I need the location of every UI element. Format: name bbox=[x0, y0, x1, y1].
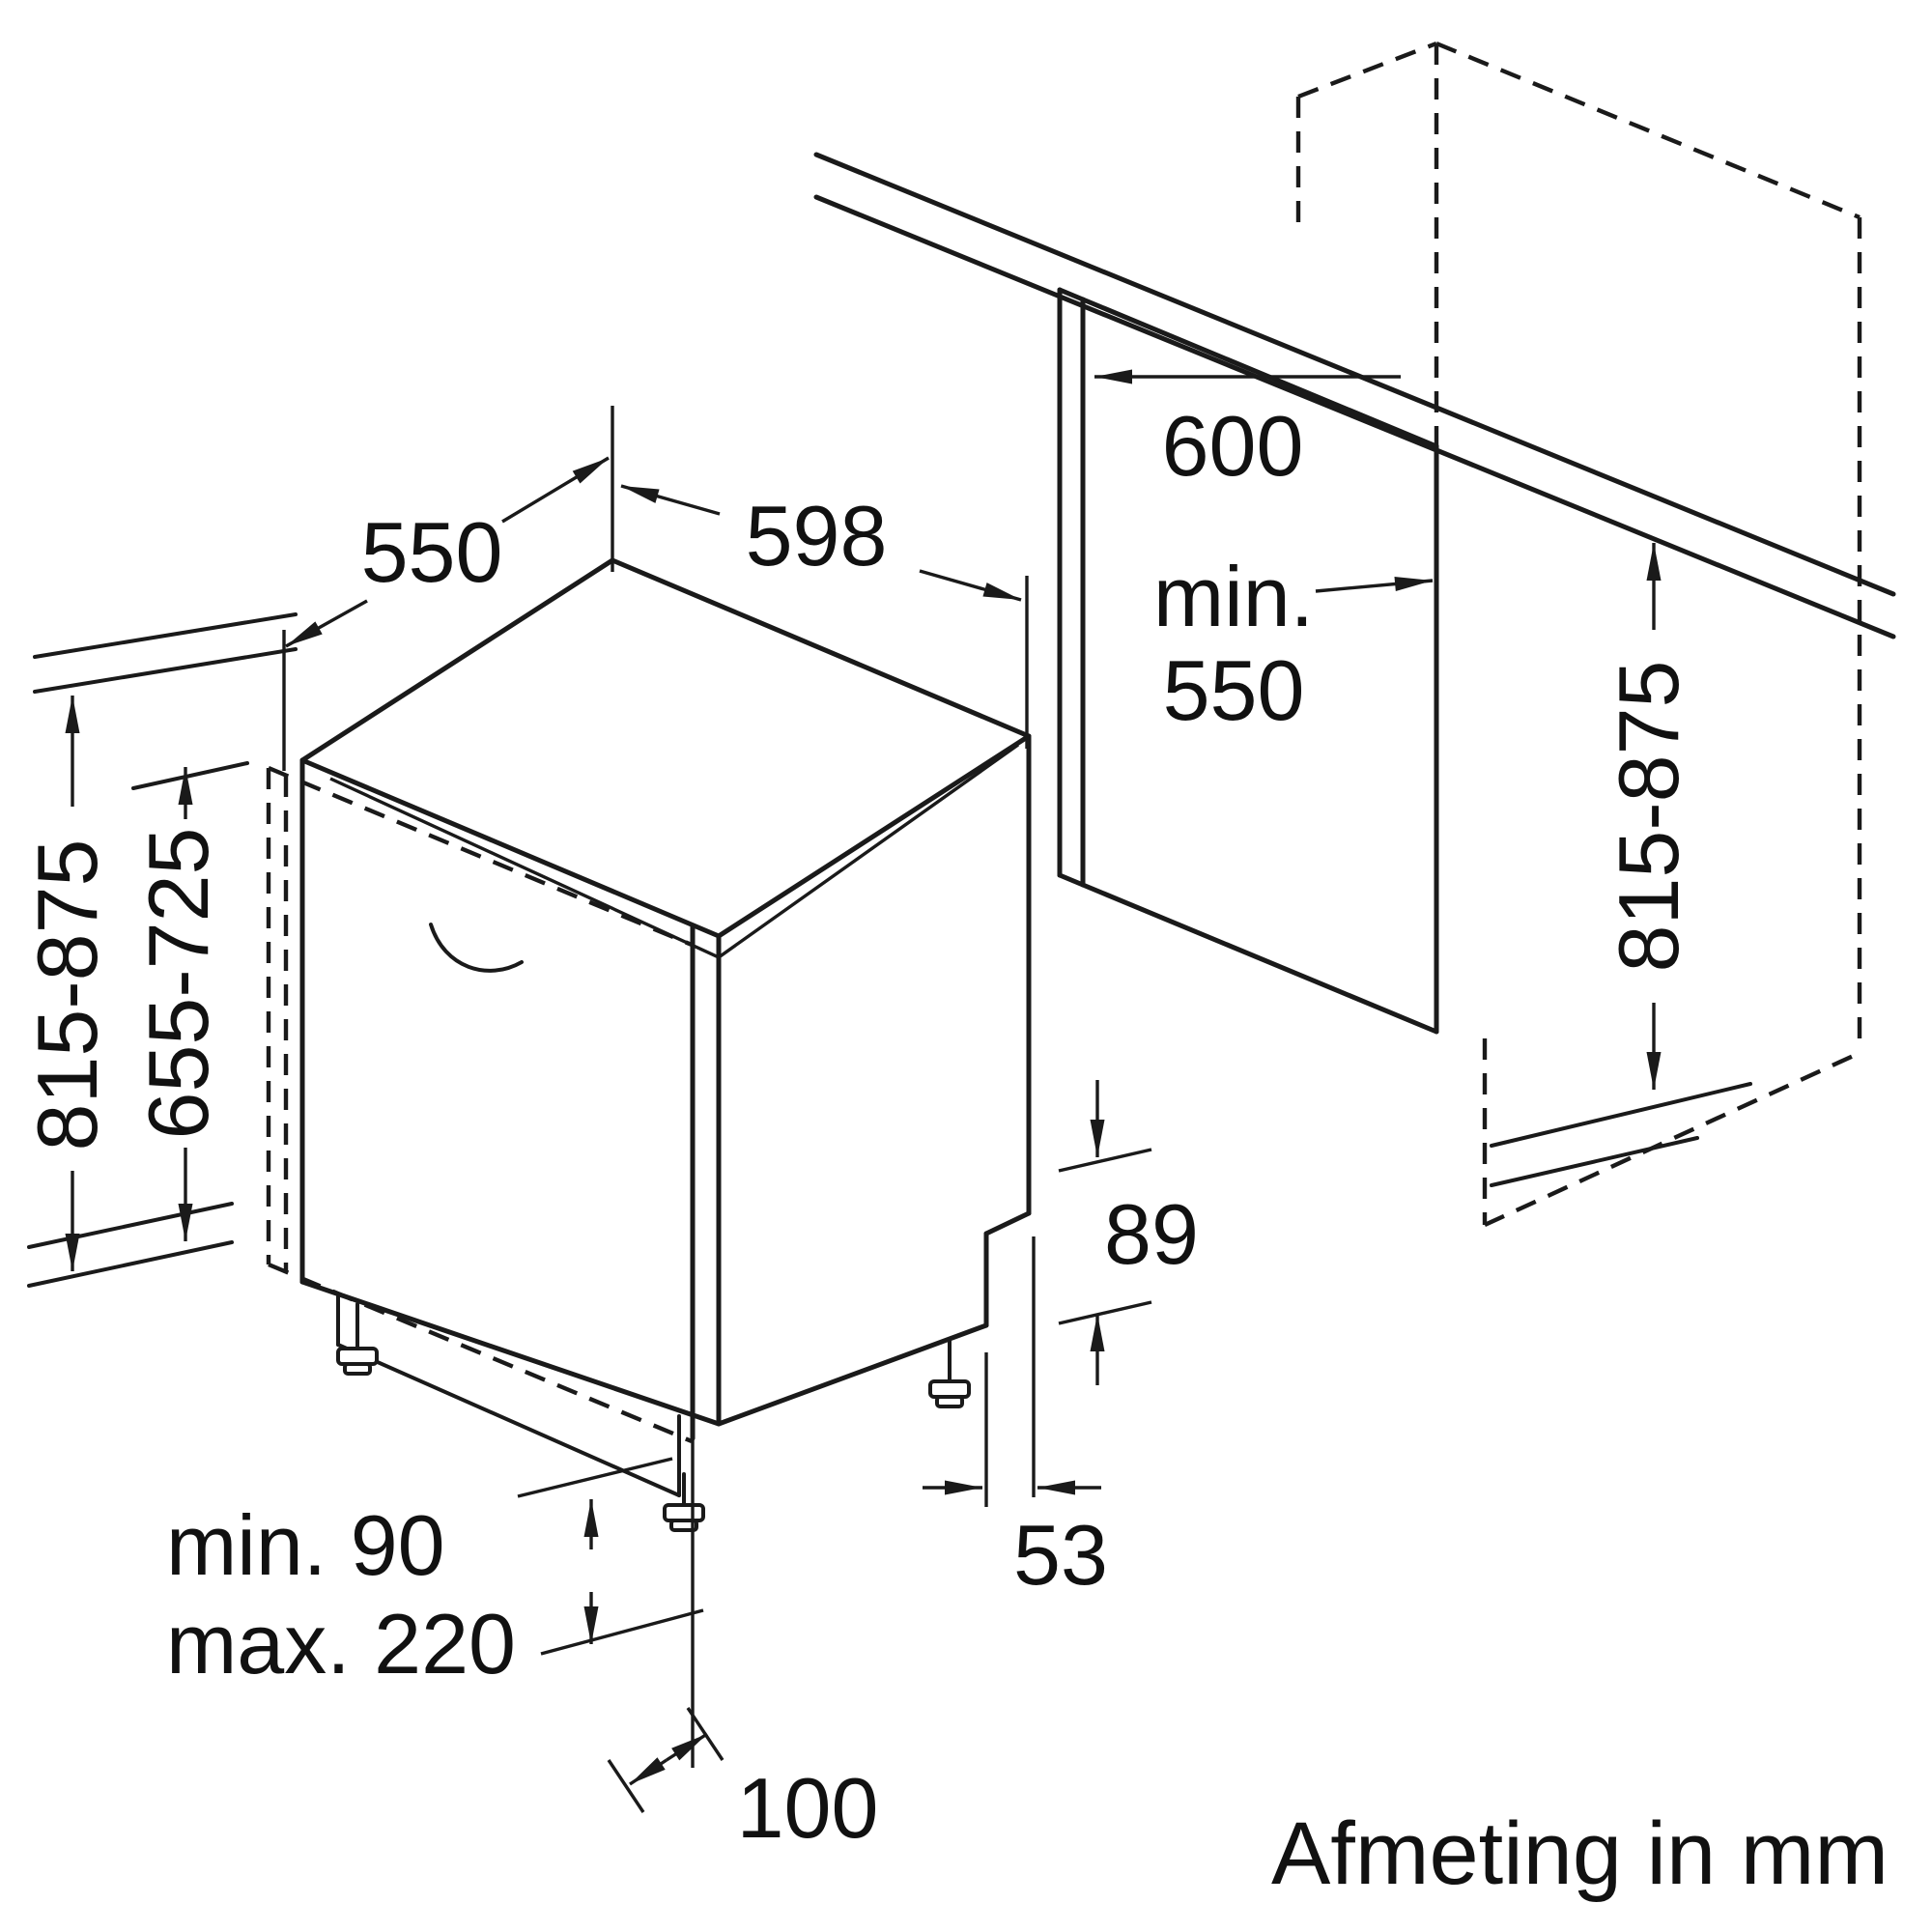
diagram-caption: Afmeting in mm bbox=[1271, 1804, 1889, 1903]
dishwasher-body bbox=[299, 557, 1032, 1497]
dim-plinth-min-label: min. 90 bbox=[166, 1497, 445, 1593]
adjustable-feet bbox=[336, 1302, 971, 1532]
dim-appliance-height-label: 815-875 bbox=[19, 839, 115, 1151]
countertop-edge bbox=[813, 152, 1896, 639]
dimension-arrows bbox=[65, 369, 1662, 1786]
door-handle-curve bbox=[429, 923, 524, 973]
dim-niche-depth-value-label: 550 bbox=[1163, 642, 1305, 738]
dim-plinth-max-label: max. 220 bbox=[166, 1596, 516, 1691]
dim-niche-width-label: 600 bbox=[1162, 398, 1304, 494]
niche-side-panel bbox=[1057, 287, 1439, 1035]
dim-niche-height-label: 815-875 bbox=[1601, 661, 1696, 973]
dim-appliance-width-label: 598 bbox=[746, 488, 888, 583]
dim-furniture-door-height-label: 655-725 bbox=[130, 828, 226, 1140]
furniture-door-dashed bbox=[266, 765, 693, 1444]
dimension-labels: 550 598 600 min. 550 815-875 655-725 815… bbox=[19, 398, 1889, 1903]
niche-cabinet-hidden-edges bbox=[1295, 41, 1862, 1227]
dim-niche-depth-min-label: min. bbox=[1153, 549, 1314, 644]
dim-rear-notch-height-label: 89 bbox=[1104, 1186, 1199, 1282]
reference-lines bbox=[27, 406, 1752, 1813]
dim-rear-notch-depth-label: 53 bbox=[1013, 1507, 1108, 1603]
dim-front-foot-distance-label: 100 bbox=[737, 1760, 879, 1856]
dim-appliance-depth-label: 550 bbox=[361, 504, 503, 600]
